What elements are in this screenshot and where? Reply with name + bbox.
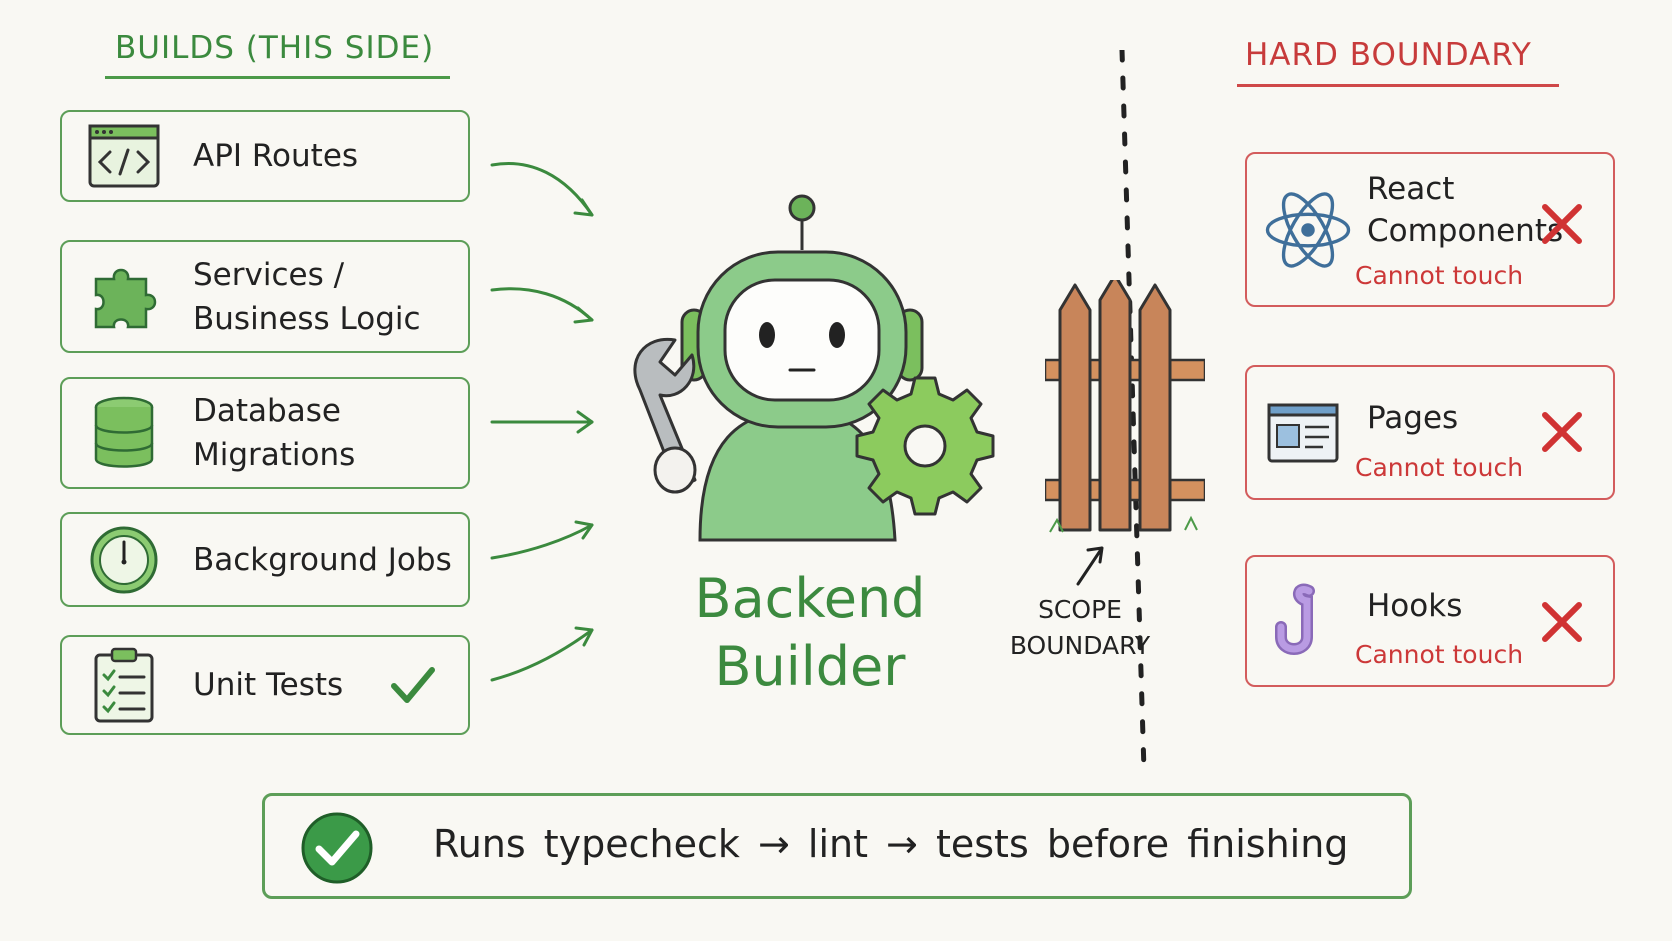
- flow-arrows: [490, 161, 594, 682]
- arrow-head: [574, 520, 594, 540]
- scope-divider-line: [1119, 50, 1147, 770]
- builder-title: Backend Builder: [694, 567, 926, 698]
- robot-eye: [759, 322, 775, 348]
- build-card-background-jobs: Background Jobs: [60, 512, 470, 607]
- boundary-card-react: React Components Cannot touch: [1245, 152, 1615, 307]
- hook-icon: [1275, 583, 1315, 655]
- build-label: Database Migrations: [193, 393, 356, 473]
- verification-banner: Runs typecheck → lint → tests before fin…: [262, 793, 1412, 899]
- verification-text: Runs typecheck → lint → tests before fin…: [433, 822, 1349, 866]
- checkmark-icon: [391, 667, 435, 703]
- build-label: Unit Tests: [193, 667, 344, 703]
- arrow-head: [573, 306, 594, 324]
- robot-eye: [829, 322, 845, 348]
- clock-icon: [90, 526, 158, 593]
- check-circle-icon: [301, 812, 373, 884]
- boundary-label: Hooks: [1367, 588, 1463, 624]
- build-label: Services / Business Logic: [193, 256, 421, 337]
- builds-heading-underline: [105, 76, 450, 79]
- x-mark-icon: [1542, 204, 1582, 244]
- arrow-head: [576, 410, 594, 434]
- robot-body: [698, 408, 897, 542]
- boundary-sub: Cannot touch: [1355, 261, 1524, 290]
- browser-page-icon: [1267, 403, 1339, 462]
- puzzle-piece-icon: [94, 268, 157, 328]
- build-label: Background Jobs: [193, 541, 452, 578]
- boundary-card-hooks: Hooks Cannot touch: [1245, 555, 1615, 687]
- boundary-sub: Cannot touch: [1355, 640, 1524, 669]
- build-card-database: Database Migrations: [60, 377, 470, 489]
- robot-with-wrench-and-gear-icon: [633, 194, 995, 542]
- arrow-services: [490, 287, 594, 322]
- hard-boundary-heading-underline: [1237, 84, 1559, 87]
- gear-icon: [855, 376, 995, 516]
- arrow-background-jobs: [490, 523, 594, 560]
- boundary-label: React Components: [1367, 171, 1564, 249]
- builds-heading: BUILDS (THIS SIDE): [115, 30, 435, 66]
- boundary-card-pages: Pages Cannot touch: [1245, 365, 1615, 500]
- x-mark-icon: [1542, 412, 1582, 452]
- arrow-head: [573, 198, 594, 217]
- clipboard-checklist-icon: [94, 647, 154, 723]
- database-icon: [94, 396, 154, 468]
- arrow-api-routes: [490, 161, 594, 217]
- robot-face: [723, 278, 881, 402]
- build-card-services: Services / Business Logic: [60, 240, 470, 353]
- build-label: API Routes: [193, 138, 359, 174]
- scope-boundary-label: SCOPE BOUNDARY: [1009, 595, 1151, 660]
- wooden-fence-icon: [1045, 280, 1205, 533]
- wrench-icon: [633, 337, 697, 494]
- build-card-unit-tests: Unit Tests: [60, 635, 470, 735]
- arrow-unit-tests: [490, 628, 594, 682]
- scope-pointer-arrow: [1076, 546, 1104, 586]
- x-mark-icon: [1542, 602, 1582, 642]
- arrow-head: [574, 626, 594, 647]
- boundary-sub: Cannot touch: [1355, 453, 1524, 482]
- hard-boundary-heading: HARD BOUNDARY: [1245, 37, 1532, 73]
- build-card-api-routes: API Routes: [60, 110, 470, 202]
- boundary-label: Pages: [1367, 400, 1459, 436]
- react-atom-icon: [1265, 191, 1351, 268]
- code-window-icon: [88, 124, 160, 188]
